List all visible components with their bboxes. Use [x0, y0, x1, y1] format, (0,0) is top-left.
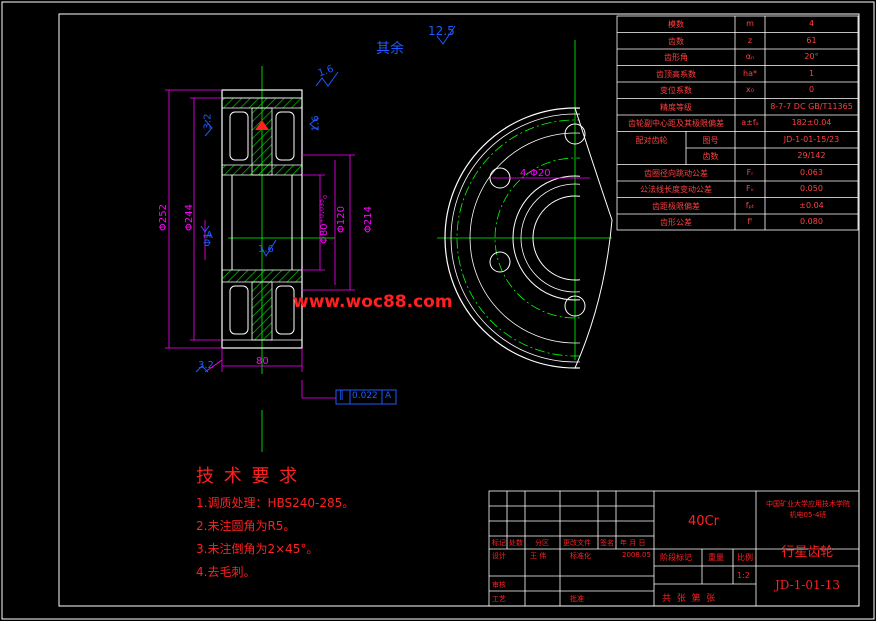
roughness-side: 3.2 [202, 113, 214, 130]
gear-param-name: 配对齿轮 [635, 135, 668, 145]
title-block [488, 490, 860, 607]
gear-param-symbol: z [747, 35, 753, 45]
watermark: www.woc88.com [293, 292, 453, 312]
bolt-hole [564, 123, 586, 145]
gear-param-value: 29/142 [797, 151, 826, 160]
tb-weight: 重量 [708, 553, 724, 562]
roughness-flank: 1.6 [310, 115, 322, 132]
gear-param-symbol: a±fₐ [741, 118, 759, 127]
tb-rev-date: 年 月 日 [620, 539, 646, 547]
gear-param-value: 0.080 [800, 217, 823, 226]
gear-param-symbol: fₚₜ [745, 200, 755, 210]
tb-part-name: 行星齿轮 [781, 545, 834, 560]
gear-param-value: 61 [806, 35, 817, 45]
tb-rev-sign: 签名 [600, 539, 614, 547]
tb-rev-count: 处数 [509, 539, 523, 547]
gear-param-name: 齿形公差 [660, 218, 692, 227]
tb-scale-label: 比例 [737, 553, 753, 562]
gear-param-value: 0.050 [800, 184, 823, 193]
tb-stage: 阶段标记 [660, 553, 692, 562]
tb-std: 标准化 [570, 552, 591, 560]
gear-param-value: 8-7-7 DC GB/T11365 [770, 101, 853, 111]
dim-flange-diameter: Φ214 [362, 206, 374, 233]
gear-section-view [165, 25, 456, 452]
tb-scale: 1:2 [737, 571, 750, 580]
gear-param-value: 1 [808, 68, 815, 78]
gear-param-symbol: αₙ [745, 52, 755, 61]
tb-drawing-no: JD-1-01-13 [775, 578, 840, 592]
tb-approve: 批准 [570, 595, 584, 603]
tb-sheets: 共 张 第 张 [662, 594, 716, 604]
tb-rev-mark: 标记 [492, 539, 506, 547]
tb-date: 2008.05 [622, 551, 651, 559]
dim-outer-diameter: Φ252 [157, 204, 169, 231]
tech-item-1: 1.调质处理：HBS240-285。 [196, 496, 355, 510]
dim-hub-diameter: Φ120 [335, 206, 347, 233]
gear-param-name: 齿轮副中心距及其极限偏差 [628, 119, 724, 128]
gear-param-symbol: fᶠ [747, 217, 753, 226]
dim-holes: 4-Φ20 [520, 168, 551, 179]
gear-param-sub: 图号 [702, 135, 719, 145]
roughness-top: 1.6 [316, 63, 336, 80]
gear-param-name: 公法线长度变动公差 [640, 185, 712, 194]
geometric-tolerance-frame [335, 389, 397, 405]
gear-param-name: 齿顶高系数 [656, 69, 696, 79]
gear-param-name: 齿数 [668, 36, 684, 46]
tech-item-4: 4.去毛刺。 [196, 565, 256, 579]
tb-material: 40Cr [688, 514, 719, 529]
gear-param-value: JD-1-01-15/23 [783, 134, 840, 144]
dim-width: 80 [256, 356, 269, 367]
gear-parameter-table [616, 15, 859, 231]
dim-bore-diameter: Φ80⁺⁰·⁰³⁵₀ [319, 194, 331, 245]
gear-param-sub: 齿数 [702, 152, 719, 161]
rest-roughness-label: 其余 [376, 41, 404, 57]
gear-front-view [437, 40, 613, 369]
tech-item-3: 3.未注倒角为2×45°。 [196, 542, 319, 556]
gear-param-name: 精度等级 [660, 102, 692, 112]
bolt-hole [489, 251, 511, 273]
sheet-inner-border [58, 13, 860, 607]
tech-title: 技 术 要 求 [196, 466, 300, 487]
tolerance-datum: A [385, 391, 392, 401]
gear-param-name: 齿距极限偏差 [652, 201, 700, 211]
gear-param-value: ±0.04 [799, 200, 824, 210]
gear-param-name: 模数 [668, 20, 684, 29]
tb-design: 设计 [492, 552, 506, 560]
gear-param-symbol: Fᵣ [746, 167, 754, 177]
tb-school: 中国矿业大学应用技术学院 [766, 500, 850, 508]
gear-param-symbol: ha* [743, 68, 757, 78]
tb-rev-zone: 分区 [535, 539, 549, 547]
gear-param-symbol: x₀ [746, 85, 754, 94]
tolerance-symbol: ∥ [339, 390, 344, 401]
tb-class: 机电05-4班 [789, 511, 827, 519]
gear-param-value: 0.063 [800, 167, 823, 177]
bolt-hole [564, 295, 586, 317]
tb-designer: 王 伟 [530, 552, 547, 560]
gear-param-symbol: Fᵥ [746, 184, 754, 193]
gear-param-symbol: m [746, 19, 754, 28]
tb-review: 审核 [492, 581, 506, 589]
gear-param-name: 齿形角 [664, 53, 688, 62]
tolerance-value: 0.022 [352, 391, 378, 401]
rest-roughness-value: 12.5 [428, 24, 455, 38]
roughness-bore: 1.6 [258, 244, 274, 255]
tech-requirements: 技 术 要 求 1.调质处理：HBS240-285。 2.未注圆角为R5。 3.… [196, 462, 354, 584]
tb-rev-doc: 更改文件 [563, 539, 591, 547]
gear-param-value: 182±0.04 [791, 118, 832, 127]
gear-param-value: 4 [808, 19, 815, 28]
tech-item-2: 2.未注圆角为R5。 [196, 519, 296, 533]
gear-param-value: 0 [808, 85, 815, 94]
gear-param-name: 齿圈径向跳动公差 [644, 168, 708, 178]
datum-A: A [206, 230, 213, 241]
gear-param-value: 20° [804, 52, 819, 61]
tb-process: 工艺 [492, 595, 506, 603]
gear-param-name: 变位系数 [660, 86, 692, 95]
dim-root-diameter: Φ244 [183, 204, 195, 231]
roughness-bottom: 3.2 [198, 360, 214, 371]
